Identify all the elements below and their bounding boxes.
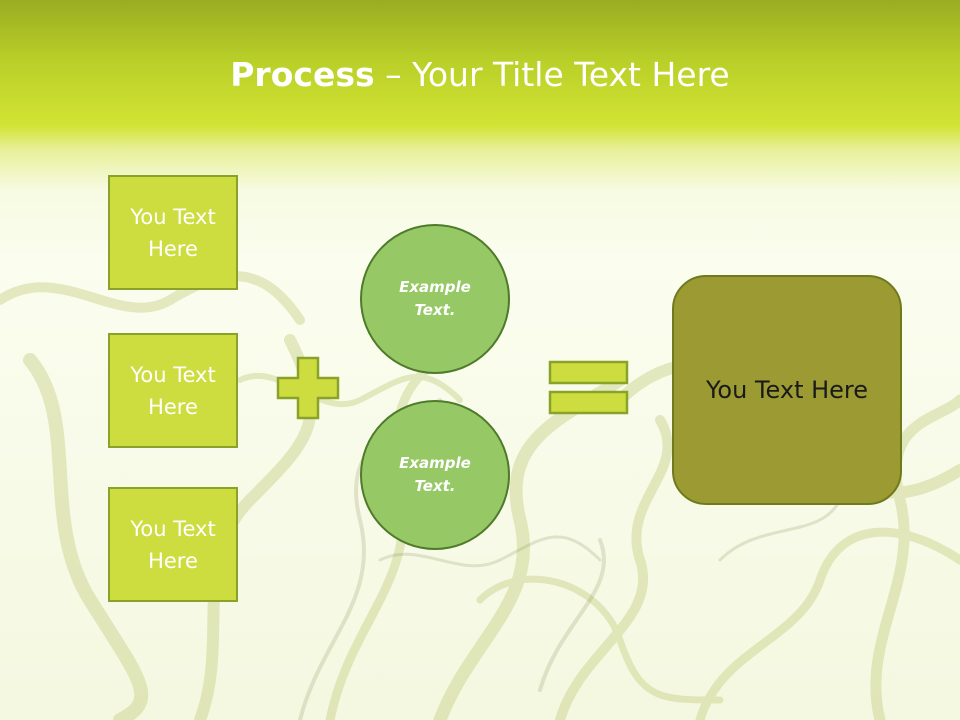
input-box-label: You Text Here — [130, 362, 216, 419]
input-box-1: You Text Here — [108, 175, 238, 290]
input-box-label: You Text Here — [130, 516, 216, 573]
title-rest: – Your Title Text Here — [374, 55, 730, 94]
plus-icon — [276, 356, 340, 420]
slide-title: Process – Your Title Text Here — [0, 52, 960, 98]
example-circle-2: Example Text. — [360, 400, 510, 550]
equals-icon — [548, 360, 629, 415]
example-circle-1: Example Text. — [360, 224, 510, 374]
title-bold: Process — [230, 55, 375, 94]
circle-label: Example Text. — [399, 278, 471, 319]
input-box-label: You Text Here — [130, 204, 216, 261]
input-box-2: You Text Here — [108, 333, 238, 448]
input-box-3: You Text Here — [108, 487, 238, 602]
circle-label: Example Text. — [399, 454, 471, 495]
result-box: You Text Here — [672, 275, 902, 505]
result-label: You Text Here — [705, 376, 869, 404]
